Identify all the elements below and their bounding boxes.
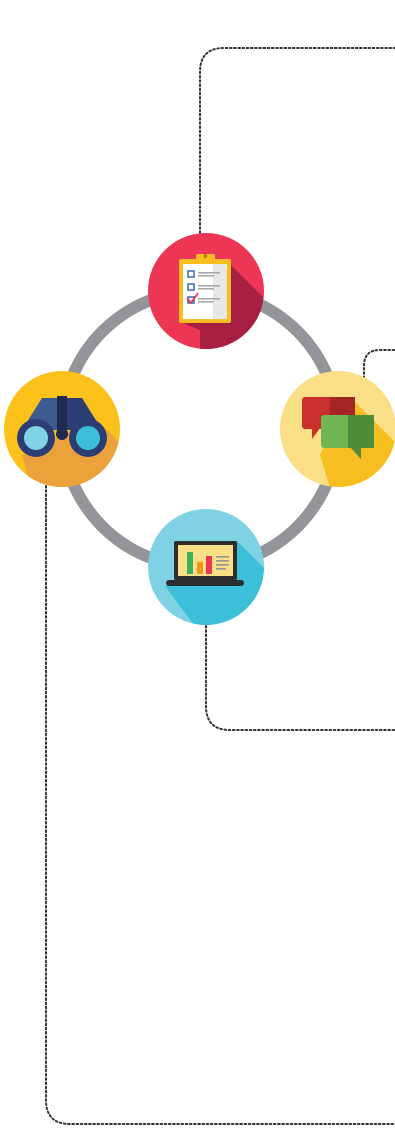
node-checklist: [148, 233, 264, 349]
clipboard-checklist-icon: [179, 254, 231, 323]
connector-bottom: [205, 625, 395, 731]
node-binoculars: [4, 371, 120, 487]
binoculars-icon: [17, 396, 107, 457]
laptop-bar-chart-icon: [166, 541, 244, 586]
node-chat: [280, 371, 395, 487]
speech-bubbles-icon: [302, 397, 374, 459]
connector-right: [363, 349, 395, 379]
connector-lines: [45, 47, 395, 1125]
connector-left: [45, 485, 395, 1125]
connector-top: [199, 47, 395, 234]
node-analytics: [148, 509, 264, 625]
